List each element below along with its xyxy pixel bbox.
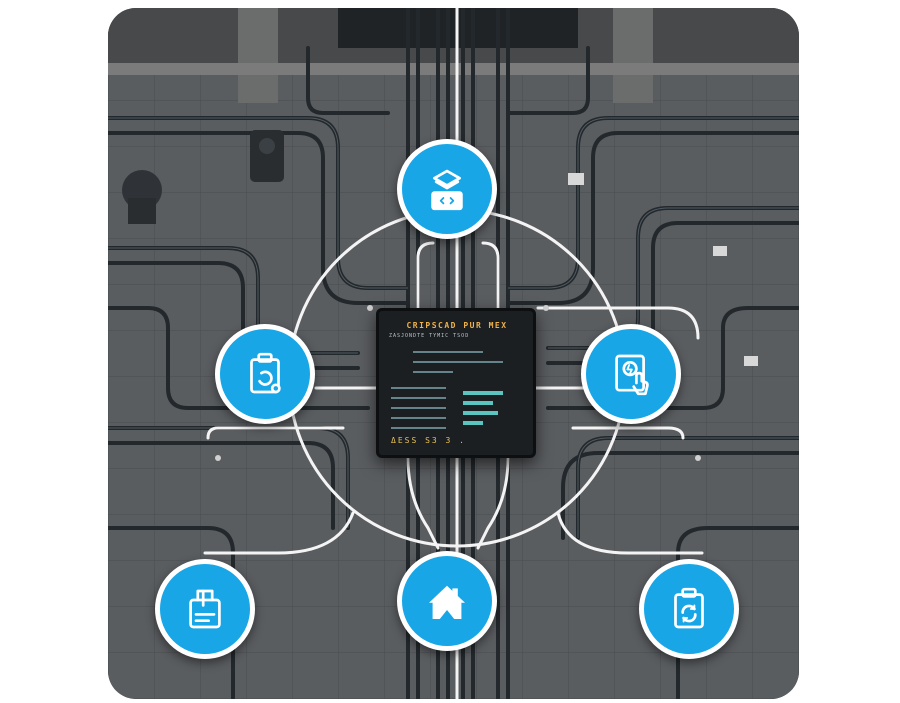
clipboard-sync-icon <box>250 352 281 394</box>
panel-footer: ΔESS S3 3 . <box>391 436 466 445</box>
wall-devices <box>122 130 758 366</box>
panel-readout-line <box>413 351 483 353</box>
folder-list-icon <box>189 589 221 629</box>
node-sync[interactable] <box>639 559 739 659</box>
panel-level-bar <box>463 401 493 405</box>
node-folder[interactable] <box>155 559 255 659</box>
illustration-frame: CRIPSCAD PUR MEX ZASJONDTE TYMIC TSOD ΔE… <box>108 8 799 699</box>
home-icon <box>429 585 465 619</box>
panel-readout-line <box>413 361 503 363</box>
panel-level-bar <box>463 411 498 415</box>
panel-list-line <box>391 387 446 389</box>
panel-readout-line <box>413 371 453 373</box>
node-clipboard[interactable] <box>215 324 315 424</box>
panel-level-bar <box>463 421 483 425</box>
node-touch[interactable] <box>581 324 681 424</box>
control-panel: CRIPSCAD PUR MEX ZASJONDTE TYMIC TSOD ΔE… <box>376 308 536 458</box>
panel-list-line <box>391 417 446 419</box>
panel-list-line <box>391 427 446 429</box>
sync-clipboard-icon <box>674 587 704 629</box>
node-code[interactable] <box>397 139 497 239</box>
node-home[interactable] <box>397 551 497 651</box>
panel-title: CRIPSCAD PUR MEX <box>406 321 508 330</box>
code-card-icon <box>431 169 463 211</box>
panel-list-line <box>391 397 446 399</box>
connector-dots <box>215 305 701 461</box>
panel-subtitle: ZASJONDTE TYMIC TSOD <box>389 333 470 339</box>
ceiling-beams <box>108 8 799 103</box>
panel-list-line <box>391 407 446 409</box>
touch-document-icon <box>615 354 649 396</box>
panel-level-bar <box>463 391 503 395</box>
